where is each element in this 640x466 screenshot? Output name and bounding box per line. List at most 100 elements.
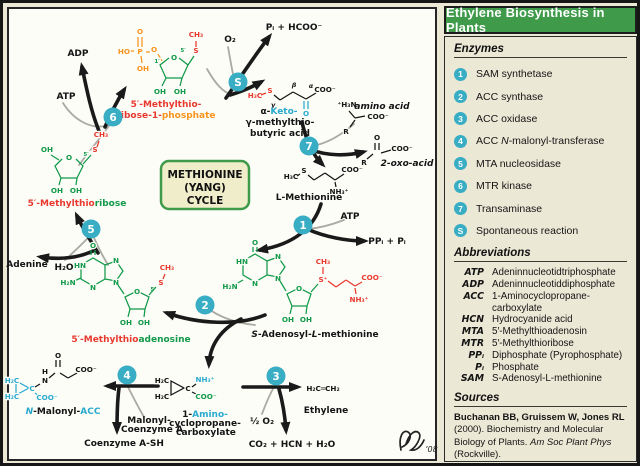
enzyme-label: MTA nucleosidase — [476, 157, 562, 170]
molecule-label-amino-acid: amino acid — [354, 102, 410, 112]
abbr-term: ATP — [464, 267, 484, 279]
enzyme-label: ACC synthase — [476, 90, 544, 103]
atom-label: O — [134, 287, 140, 296]
structure-ethylene: H₂C═CH₂ Ethylene — [304, 383, 348, 416]
atom-label: OH — [51, 186, 63, 195]
atom-label: COO⁻ — [195, 392, 216, 401]
structure-n-malonyl-acc: H₂C H₂C C COO⁻ N H O COO⁻ N-Malonyl-ACC — [4, 350, 101, 417]
enzyme-label: ACC N-malonyl-transferase — [476, 135, 605, 148]
atom-label: S — [92, 145, 97, 154]
atom-label: N — [42, 376, 48, 385]
molecule-label-acc-2: cyclopropane- — [169, 419, 241, 429]
atom-label: OH — [41, 145, 53, 154]
badge-1: 1 — [293, 215, 313, 235]
signature-year: ’08 — [425, 445, 438, 454]
atom-label: COO⁻ — [75, 365, 96, 374]
label-coa-sh: Coenzyme A-SH — [84, 439, 164, 449]
atom-label: OH — [70, 186, 82, 195]
atom-label: CH₃ — [94, 130, 108, 139]
atom-label: COO⁻ — [391, 144, 412, 153]
atom-label: 1′ — [154, 59, 160, 65]
structure-kmb: H₃C S O COO⁻ γ β α α-Keto- γ-methylthio-… — [246, 80, 337, 139]
atom-label: 5′ — [180, 48, 186, 54]
list-item: MTR 5′-Methylthioribose — [454, 338, 627, 350]
atom-label: HO — [118, 47, 130, 56]
atom-label: H₂N — [222, 282, 237, 291]
atom-label: S — [267, 86, 272, 95]
sources-section: Sources Buchanan BB, Gruissem W, Jones R… — [454, 392, 627, 463]
svg-text:4: 4 — [123, 370, 130, 382]
atom-label: β — [291, 81, 297, 89]
enzyme-label: ACC oxidase — [476, 112, 538, 125]
enzyme-badge: 2 — [454, 90, 467, 104]
atom-label: HN — [74, 261, 86, 270]
label-malonyl-coa-1: Malonyl- — [127, 416, 171, 426]
label-ppi-pi: PPᵢ + Pᵢ — [368, 237, 406, 247]
atom-label: N — [90, 283, 96, 292]
enzyme-badge: 1 — [454, 67, 467, 81]
atom-label: COO⁻ — [367, 112, 388, 121]
abbr-definition: Adeninnucleotiddiphosphate — [492, 278, 616, 290]
molecule-label-kmb-1: α-Keto- — [260, 107, 297, 117]
abbr-term: MTR — [461, 337, 484, 349]
badge-4: 4 — [117, 365, 137, 385]
reference: Buchanan BB, Gruissem W, Jones RL (2000)… — [454, 412, 625, 460]
atom-label: S — [193, 46, 198, 55]
label-atp: ATP — [56, 92, 75, 102]
enzyme-label: MTR kinase — [476, 180, 533, 193]
atom-label: N — [113, 278, 119, 287]
atom-label: H₂C — [5, 392, 19, 401]
atom-label: O — [137, 27, 143, 36]
atom-label: O — [296, 284, 302, 293]
atom-label: COO⁻ — [361, 273, 382, 282]
atom-label: NH₃⁺ — [350, 295, 369, 304]
abbreviations-heading: Abbreviations — [454, 247, 531, 260]
atom-label: O — [374, 133, 380, 142]
structure-acc: H₂C H₂C C NH₃⁺ COO⁻ 1-Amino- cyclopropan… — [154, 374, 242, 438]
atom-label: CH₃ — [160, 263, 174, 272]
label-half-o2: ½ O₂ — [250, 416, 274, 427]
molecule-label-nmacc: N-Malonyl-ACC — [26, 407, 101, 417]
abbr-term: ADP — [462, 278, 484, 290]
atom-label: ⁺H₃N — [338, 100, 357, 109]
enzyme-label: Transaminase — [476, 202, 543, 215]
atom-label: O — [171, 53, 177, 62]
atom-label: H₂C — [155, 392, 169, 401]
divider — [454, 57, 627, 58]
molecule-label-mtr: 5′-Methylthioribose — [28, 199, 127, 209]
badge-5: 5 — [81, 219, 101, 239]
atom-label: OH — [174, 87, 186, 96]
atom-label: H₂C — [155, 376, 169, 385]
atom-label: O — [90, 241, 96, 250]
svg-text:7: 7 — [305, 141, 312, 153]
atom-label: N — [113, 256, 119, 265]
cofactor-labels: ADP ATP Pᵢ + HCOO⁻ O₂ ATP PPᵢ + Pᵢ Adeni… — [6, 23, 406, 450]
badge-3: 3 — [266, 366, 286, 386]
abbr-definition: 5′-Methylthioribose — [492, 337, 574, 349]
structure-mta: O HN N H₂N N N O 5′ OH OH S CH₃ 5′-Methy… — [59, 240, 190, 345]
enzyme-label: Spontaneous reaction — [476, 224, 579, 237]
abbr-term: SAM — [460, 373, 484, 385]
atom-label: O — [303, 109, 309, 118]
abbr-definition: 1-Aminocyclopropane-carboxylate — [492, 290, 591, 314]
atom-label: OH — [154, 87, 166, 96]
svg-text:6: 6 — [109, 112, 116, 124]
badge-6: 6 — [103, 107, 123, 127]
badge-s: S — [228, 72, 248, 92]
atom-label: R — [361, 158, 367, 167]
molecule-label-kmb-2: γ-methylthio- — [246, 118, 315, 128]
atom-label: COO⁻ — [341, 165, 362, 174]
abbr-definition: 5′-Methylthioadenosin — [492, 326, 587, 338]
abbr-term: Pᵢ — [475, 361, 484, 373]
svg-text:S: S — [234, 77, 242, 89]
abbr-definition: Diphosphate (Pyrophosphate) — [492, 349, 623, 361]
